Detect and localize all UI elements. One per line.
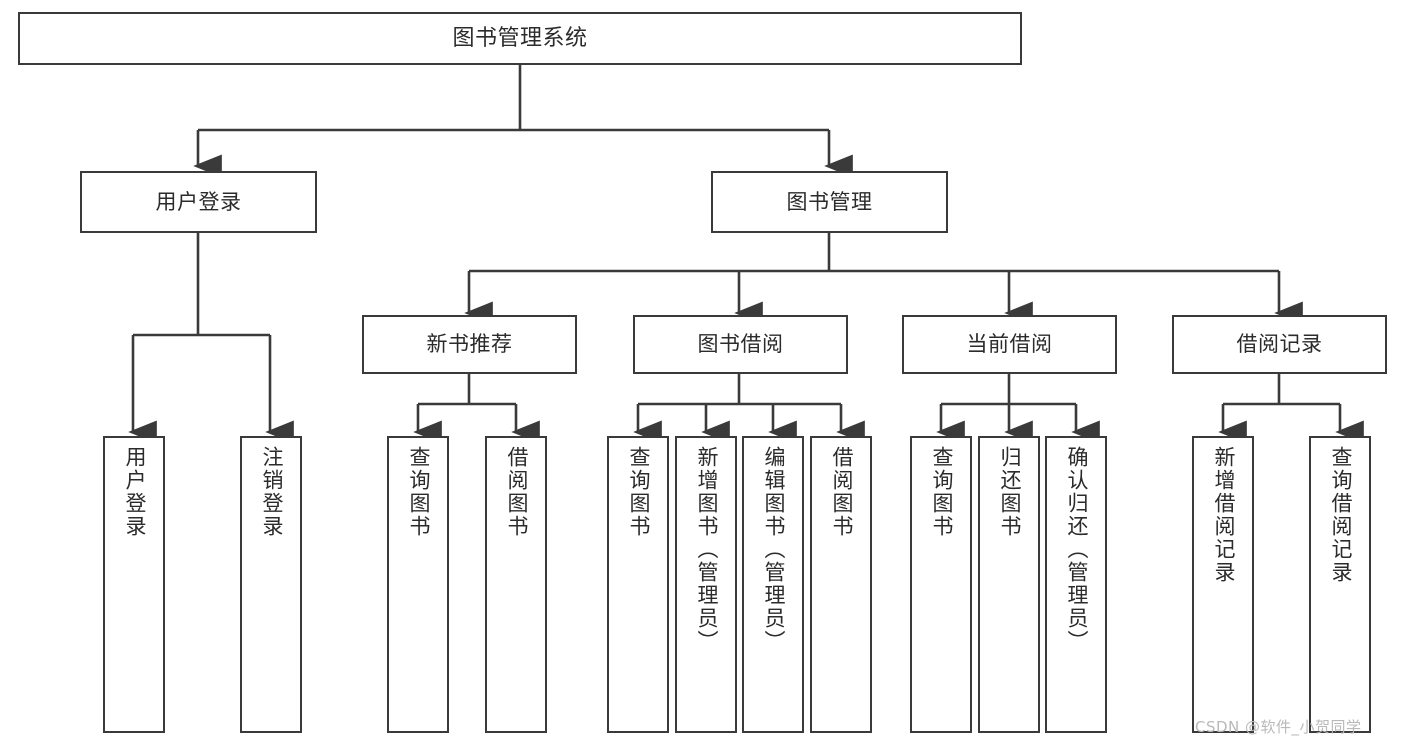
node-label: 查询图书	[626, 446, 651, 538]
node-current-borrow[interactable]: 当前借阅	[902, 315, 1117, 374]
leaf-current-return-book[interactable]: 归还图书	[978, 436, 1040, 733]
leaf-recommend-borrow-book[interactable]: 借阅图书	[485, 436, 547, 733]
leaf-borrow-edit-book-admin[interactable]: 编辑图书（管理员）	[742, 436, 804, 733]
node-root-system[interactable]: 图书管理系统	[18, 12, 1022, 65]
node-label: 新书推荐	[426, 332, 513, 357]
node-label: 查询借阅记录	[1328, 446, 1353, 584]
csdn-watermark: CSDN @软件_小贺同学	[1195, 718, 1362, 736]
leaf-borrow-borrow-book[interactable]: 借阅图书	[810, 436, 872, 733]
node-label: 编辑图书（管理员）	[761, 446, 786, 653]
node-borrow-record[interactable]: 借阅记录	[1172, 315, 1387, 374]
node-label: 新增借阅记录	[1211, 446, 1236, 584]
node-label: 注销登录	[259, 446, 284, 538]
leaf-record-query-record[interactable]: 查询借阅记录	[1309, 436, 1371, 733]
node-label: 借阅记录	[1236, 332, 1323, 357]
leaf-recommend-query-book[interactable]: 查询图书	[387, 436, 449, 733]
node-label: 借阅图书	[504, 446, 529, 538]
node-label: 用户登录	[122, 446, 147, 538]
leaf-borrow-query-book[interactable]: 查询图书	[607, 436, 669, 733]
node-label: 当前借阅	[966, 332, 1053, 357]
leaf-record-add-record[interactable]: 新增借阅记录	[1192, 436, 1254, 733]
node-label: 归还图书	[997, 446, 1022, 538]
node-label: 新增图书（管理员）	[694, 446, 719, 653]
node-label: 确认归还（管理员）	[1064, 446, 1089, 653]
leaf-user-login-signin[interactable]: 用户登录	[103, 436, 165, 733]
node-label: 用户登录	[155, 189, 242, 214]
node-label: 借阅图书	[829, 446, 854, 538]
node-label: 查询图书	[406, 446, 431, 538]
node-label: 查询图书	[929, 446, 954, 538]
leaf-borrow-add-book-admin[interactable]: 新增图书（管理员）	[675, 436, 737, 733]
leaf-user-login-signout[interactable]: 注销登录	[240, 436, 302, 733]
leaf-current-confirm-return-admin[interactable]: 确认归还（管理员）	[1045, 436, 1107, 733]
node-label: 图书管理	[786, 189, 873, 214]
node-new-book-recommend[interactable]: 新书推荐	[362, 315, 577, 374]
node-user-login[interactable]: 用户登录	[80, 171, 317, 233]
leaf-current-query-book[interactable]: 查询图书	[910, 436, 972, 733]
node-label: 图书借阅	[697, 332, 784, 357]
node-book-borrow[interactable]: 图书借阅	[633, 315, 848, 374]
node-label: 图书管理系统	[452, 25, 588, 51]
node-book-management[interactable]: 图书管理	[711, 171, 948, 233]
